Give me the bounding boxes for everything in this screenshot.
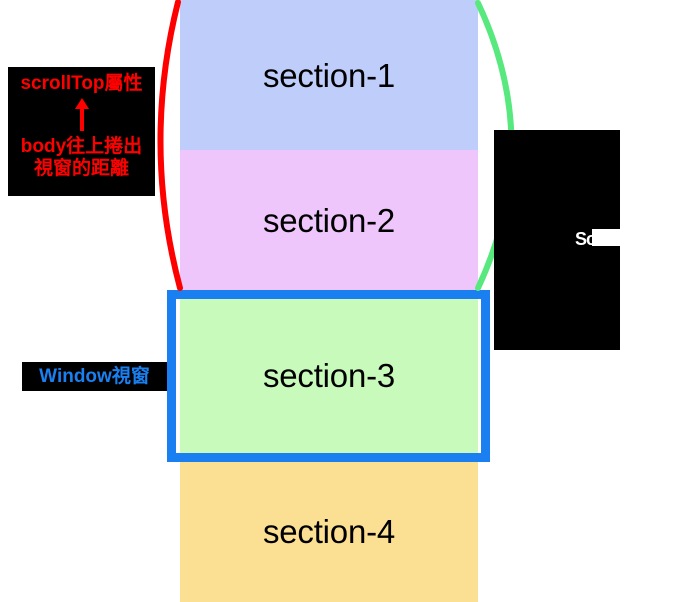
up-arrow-icon (74, 97, 90, 132)
section-3-label: section-3 (262, 356, 396, 394)
scrolltop-annotation-box: scrollTop屬性 body往上捲出 視窗的距離 (8, 67, 155, 196)
document-sections-column: section-1 section-2 section-3 section-4 (180, 0, 478, 602)
scrolltop-description-line-1: body往上捲出 (20, 135, 143, 157)
section-block-2: section-2 (180, 150, 478, 290)
section-block-3: section-3 (180, 290, 478, 460)
section-block-1: section-1 (180, 0, 478, 150)
right-annotation-redaction-bar (592, 229, 660, 246)
left-brace-curve (157, 0, 183, 291)
section-block-4: section-4 (180, 460, 478, 602)
section-1-label: section-1 (262, 56, 396, 94)
window-annotation-label: Window視窗 (39, 366, 150, 387)
scrolltop-title: scrollTop屬性 (20, 73, 143, 94)
window-annotation-box: Window視窗 (22, 362, 167, 391)
right-annotation-label: Sc (575, 229, 596, 249)
scrolltop-description-line-2: 視窗的距離 (33, 157, 129, 179)
section-2-label: section-2 (262, 201, 396, 239)
window-viewport-frame (167, 290, 490, 462)
section-4-label: section-4 (262, 512, 396, 550)
